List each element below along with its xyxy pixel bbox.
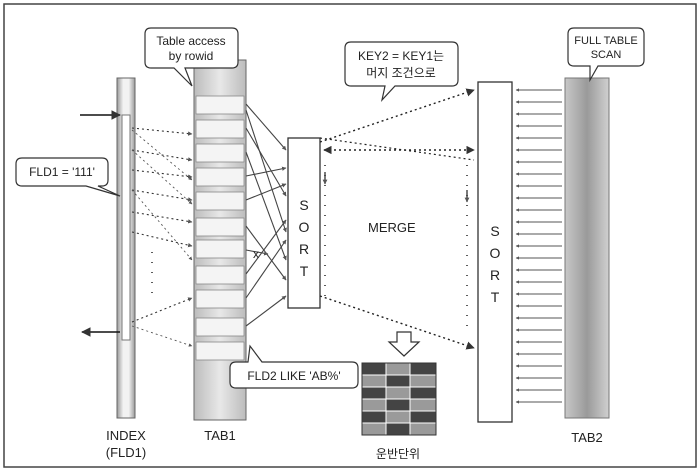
tab1-rows (195, 95, 245, 361)
result-unit-label: 운반단위 (376, 447, 420, 461)
outer-frame (3, 3, 697, 468)
callout-table-access-line1: Table access (156, 34, 225, 48)
result-cell (409, 410, 437, 424)
tab1-row (195, 341, 245, 361)
result-cell (409, 362, 437, 376)
sort-input-line (245, 239, 287, 299)
merge-label: MERGE (368, 220, 416, 235)
result-cell (361, 410, 387, 424)
merge-arrows (319, 88, 475, 350)
sort-input-line (245, 219, 287, 275)
sort-letter: R (490, 267, 500, 283)
rowid-arrow (131, 189, 193, 202)
callout-full-scan-line2: SCAN (591, 49, 622, 61)
sort-letter: O (299, 219, 310, 235)
callout-full-scan: FULL TABLE SCAN (567, 27, 645, 83)
rowid-arrow (131, 127, 193, 136)
callout-key-line2: 머지 조건으로 (366, 66, 436, 80)
sort-input-line (245, 225, 287, 281)
tab1-row (195, 119, 245, 139)
result-cell (385, 398, 411, 412)
rowid-access-arrows (131, 127, 193, 347)
tab1-column (193, 59, 247, 421)
sort-input-line (245, 151, 287, 261)
sort-letter: O (490, 245, 501, 261)
sort-box-tab1 (287, 137, 321, 309)
sort-box-tab2 (477, 81, 513, 423)
tab2-label: TAB2 (571, 430, 603, 445)
callout-table-access: Table access by rowid (144, 27, 239, 87)
rowid-arrow (131, 169, 193, 179)
rowid-arrow (131, 231, 193, 248)
tab1-label: TAB1 (204, 428, 236, 443)
tab1-row (195, 167, 245, 187)
sort-input-line (245, 109, 287, 233)
rowid-arrow (131, 325, 193, 347)
sort-input-line (245, 183, 287, 201)
down-arrow-icon (387, 331, 421, 357)
tab1-row (195, 289, 245, 309)
sort-input-line (245, 127, 287, 197)
sort-letter: T (491, 289, 500, 305)
tab1-to-sort-lines (245, 103, 287, 327)
reject-mark: x (253, 247, 259, 261)
full-scan-arrows (515, 88, 562, 404)
callout-fld1-text: FLD1 = '111' (29, 165, 95, 179)
sort-input-line (245, 295, 287, 327)
result-cell (385, 422, 411, 436)
index-label-line2: (FLD1) (106, 445, 146, 460)
rowid-arrow (131, 211, 193, 224)
tab2-column (564, 77, 610, 419)
result-cell (385, 374, 411, 388)
tab1-row (195, 95, 245, 115)
result-cell (385, 386, 411, 400)
callout-fld2: FLD2 LIKE 'AB%' (229, 344, 359, 389)
tab1-row (195, 143, 245, 163)
result-grid (361, 362, 437, 436)
index-range-scan (121, 114, 131, 341)
index-label-line1: INDEX (106, 428, 146, 443)
callout-fld1: FLD1 = '111' (15, 157, 121, 197)
rowid-arrow (131, 189, 193, 261)
callout-key-line1: KEY2 = KEY1는 (358, 49, 444, 63)
tab1-row (195, 217, 245, 237)
tab1-row (195, 239, 245, 259)
result-cell (385, 410, 411, 424)
result-cell (385, 362, 411, 376)
rowid-arrow (131, 149, 193, 162)
tab1-row (195, 191, 245, 211)
result-cell (361, 422, 387, 436)
callout-key-condition: KEY2 = KEY1는 머지 조건으로 (344, 41, 459, 103)
tab1-row (195, 265, 245, 285)
callout-full-scan-line1: FULL TABLE (574, 35, 637, 47)
result-cell (409, 374, 437, 388)
result-cell (361, 362, 387, 376)
sort-input-line (245, 249, 269, 256)
rowid-arrow (131, 149, 193, 205)
result-cell (361, 398, 387, 412)
sort-letter: T (300, 263, 309, 279)
result-cell (409, 422, 437, 436)
result-cell (361, 386, 387, 400)
result-grid-border (361, 362, 437, 436)
rowid-arrow (131, 297, 193, 323)
rowid-arrow (131, 129, 193, 181)
sort-letter: S (299, 197, 308, 213)
result-cell (409, 386, 437, 400)
sort-letter: S (490, 223, 499, 239)
callout-table-access-line2: by rowid (169, 49, 214, 63)
result-cell (409, 398, 437, 412)
result-cell (361, 374, 387, 388)
index-column (80, 77, 136, 419)
sort-input-line (245, 103, 287, 151)
callout-fld2-text: FLD2 LIKE 'AB%' (247, 369, 340, 383)
tab1-row (195, 317, 245, 337)
sort-letter: R (299, 241, 309, 257)
